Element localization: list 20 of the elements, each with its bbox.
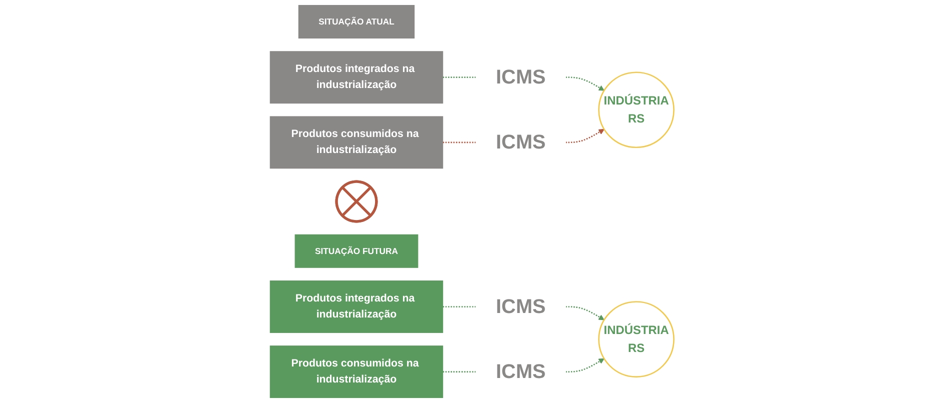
node-box: SITUAÇÃO FUTURA (294, 234, 418, 268)
arrow (566, 306, 604, 320)
node-text: ICMS (496, 360, 546, 383)
node-text: ICMS (496, 131, 546, 154)
connector (442, 371, 476, 372)
arrow (566, 76, 604, 91)
node-text: ICMS (496, 66, 546, 88)
node-box: SITUAÇÃO ATUAL (298, 4, 415, 38)
node-circle: INDÚSTRIA RS (598, 301, 674, 378)
node-circle: INDÚSTRIA RS (598, 72, 674, 148)
arrow (566, 358, 604, 372)
node-box: Produtos integrados na industrialização (270, 280, 444, 333)
connector (442, 306, 476, 308)
connector (442, 76, 476, 78)
arrow (566, 128, 604, 144)
node-box: Produtos consumidos na industrialização (270, 346, 444, 398)
node-box: Produtos consumidos na industrialização (270, 116, 444, 169)
node-text: ICMS (496, 296, 546, 318)
connector (442, 142, 476, 144)
node-box: Produtos integrados na industrialização (270, 51, 444, 104)
